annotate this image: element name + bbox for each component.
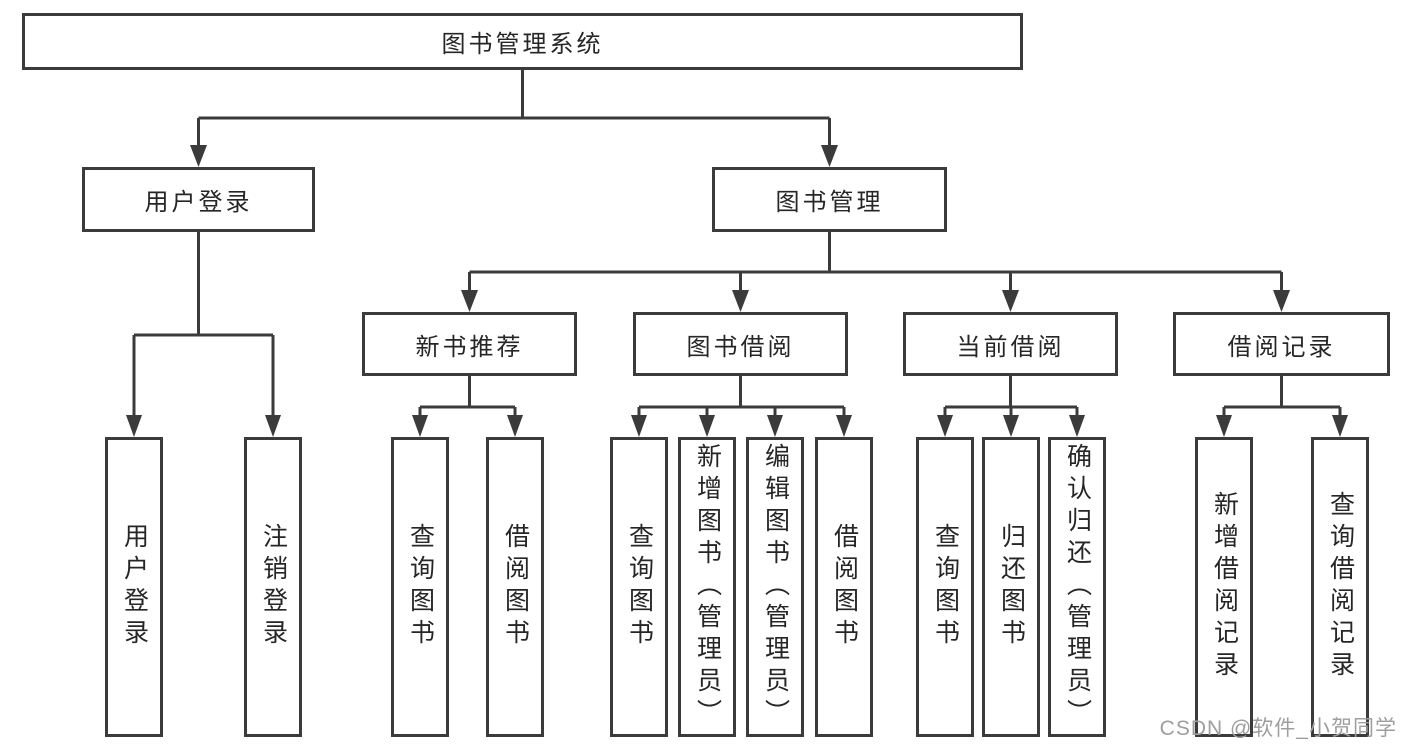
node-book-management-label: 图书管理 xyxy=(775,189,884,216)
node-query-books-borrowing-label: 查询图书 xyxy=(625,523,654,651)
node-add-borrow-record: 新增借阅记录 xyxy=(1195,437,1253,737)
node-edit-book-admin: 编辑图书（管理员） xyxy=(746,437,804,737)
node-query-borrow-record-label: 查询借阅记录 xyxy=(1326,491,1355,683)
node-logout-label: 注销登录 xyxy=(259,523,288,651)
node-borrow-books-leaf-label: 借阅图书 xyxy=(830,523,859,651)
node-user-login-leaf: 用户登录 xyxy=(105,437,163,737)
node-return-books-label: 归还图书 xyxy=(997,523,1026,651)
node-query-books-current: 查询图书 xyxy=(916,437,974,737)
node-add-book-admin-label: 新增图书（管理员） xyxy=(693,443,722,731)
node-new-book-recommendation-label: 新书推荐 xyxy=(415,333,524,361)
node-borrowing-records-label: 借阅记录 xyxy=(1227,333,1336,361)
node-root: 图书管理系统 xyxy=(22,13,1023,70)
node-current-borrowing: 当前借阅 xyxy=(903,312,1118,376)
node-borrow-books-recommend: 借阅图书 xyxy=(486,437,544,737)
node-current-borrowing-label: 当前借阅 xyxy=(956,333,1065,361)
node-borrow-books-leaf: 借阅图书 xyxy=(815,437,873,737)
node-book-management: 图书管理 xyxy=(712,167,947,232)
node-new-book-recommendation: 新书推荐 xyxy=(362,312,577,376)
node-book-borrowing: 图书借阅 xyxy=(633,312,848,376)
node-user-login-branch-label: 用户登录 xyxy=(144,189,253,216)
node-query-borrow-record: 查询借阅记录 xyxy=(1311,437,1369,737)
node-user-login-leaf-label: 用户登录 xyxy=(120,523,149,651)
node-confirm-return-admin: 确认归还（管理员） xyxy=(1048,437,1106,737)
node-root-label: 图书管理系统 xyxy=(441,31,604,58)
node-borrow-books-recommend-label: 借阅图书 xyxy=(501,523,530,651)
node-confirm-return-admin-label: 确认归还（管理员） xyxy=(1063,443,1092,731)
node-borrowing-records: 借阅记录 xyxy=(1173,312,1390,376)
node-add-book-admin: 新增图书（管理员） xyxy=(678,437,736,737)
arrowheads xyxy=(126,145,1348,437)
node-book-borrowing-label: 图书借阅 xyxy=(686,333,795,361)
node-query-books-borrowing: 查询图书 xyxy=(610,437,668,737)
node-return-books: 归还图书 xyxy=(982,437,1040,737)
node-logout: 注销登录 xyxy=(244,437,302,737)
csdn-watermark: CSDN @软件_小贺同学 xyxy=(1159,717,1397,740)
node-add-borrow-record-label: 新增借阅记录 xyxy=(1210,491,1239,683)
node-query-books-recommend-label: 查询图书 xyxy=(406,523,435,651)
node-query-books-recommend: 查询图书 xyxy=(391,437,449,737)
node-query-books-current-label: 查询图书 xyxy=(931,523,960,651)
node-edit-book-admin-label: 编辑图书（管理员） xyxy=(761,443,790,731)
node-user-login-branch: 用户登录 xyxy=(82,167,315,232)
